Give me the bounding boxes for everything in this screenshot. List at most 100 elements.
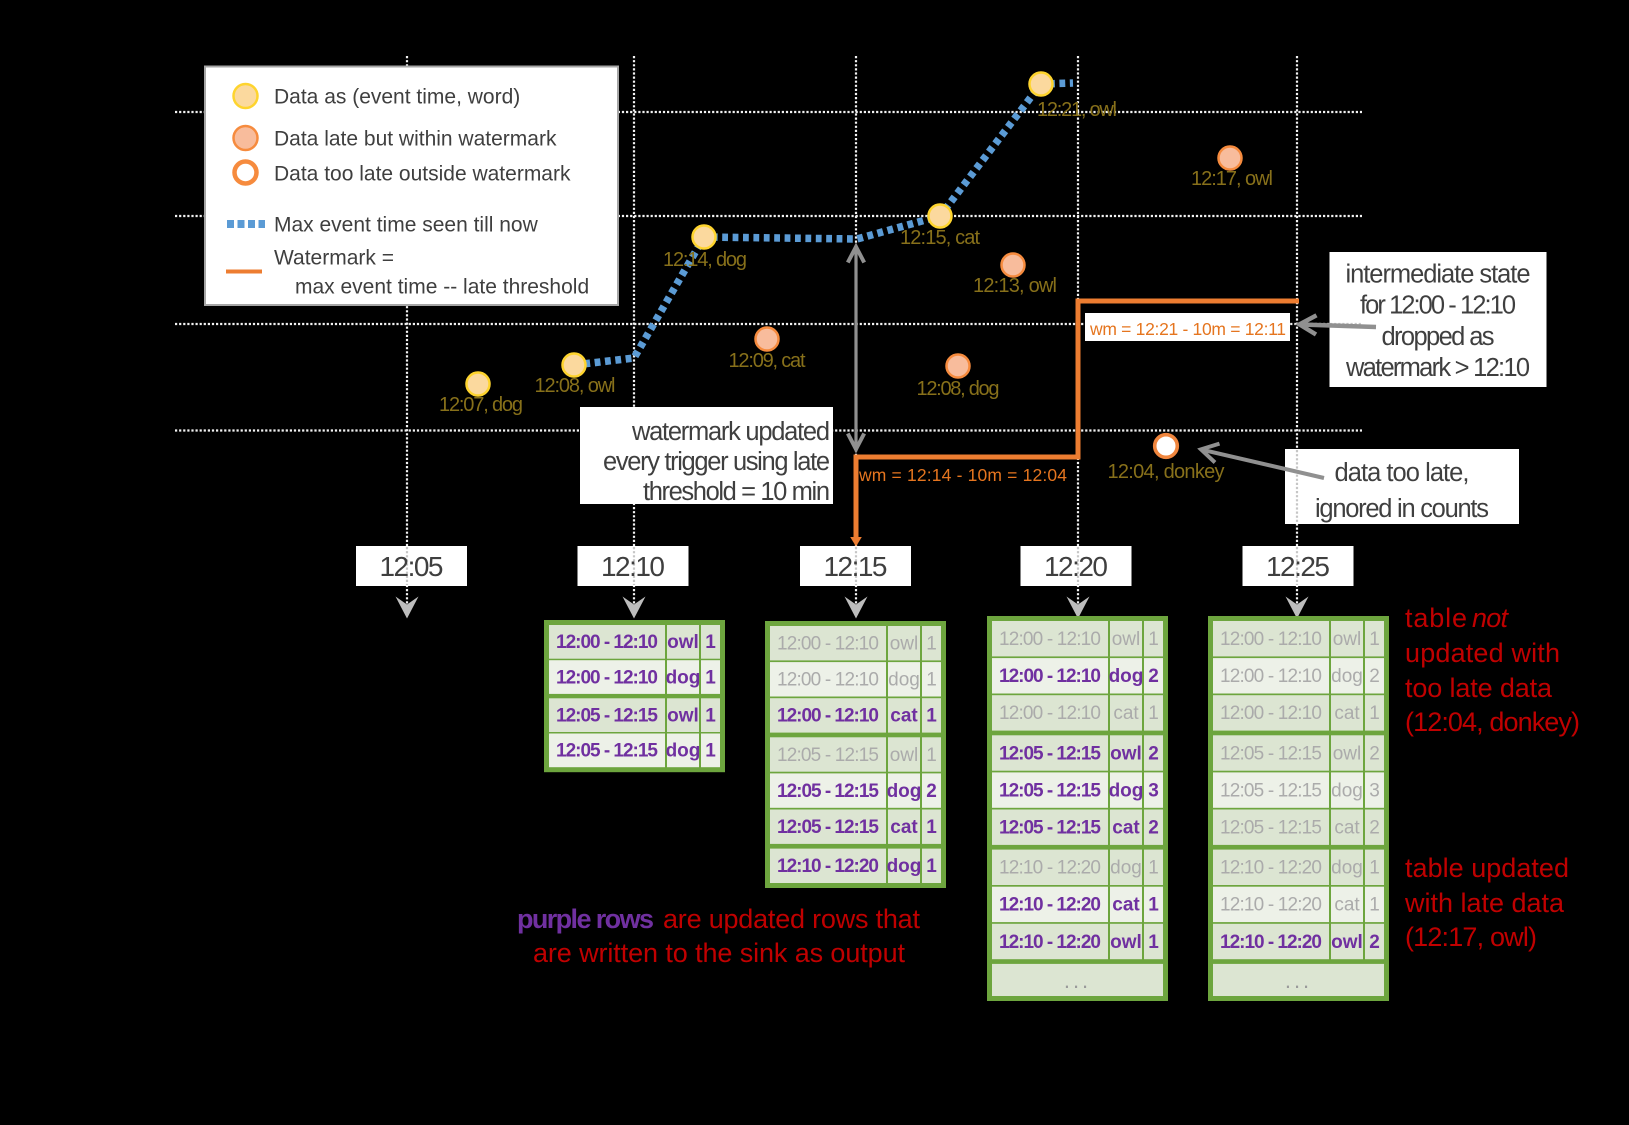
svg-text:2: 2 [1148,743,1159,764]
svg-text:12:05 - 12:15: 12:05 - 12:15 [777,745,879,766]
svg-text:12:05 - 12:15: 12:05 - 12:15 [999,780,1101,801]
svg-text:12:10 - 12:20: 12:10 - 12:20 [1220,895,1322,916]
svg-text:12:09, cat: 12:09, cat [729,350,806,372]
svg-text:cat: cat [1334,895,1360,916]
svg-text:12:17, owl: 12:17, owl [1191,168,1273,190]
svg-text:table updated: table updated [1405,853,1569,883]
svg-text:dog: dog [1110,858,1142,879]
svg-text:1: 1 [1369,895,1380,916]
svg-text:12:10: 12:10 [601,551,665,582]
svg-text:12:00 - 12:10: 12:00 - 12:10 [999,666,1101,687]
svg-text:12:00 - 12:10: 12:00 - 12:10 [1220,629,1322,650]
svg-text:12:00 - 12:10: 12:00 - 12:10 [999,629,1101,650]
svg-text:12:14, dog: 12:14, dog [663,249,747,271]
svg-text:12:15, cat: 12:15, cat [900,227,980,249]
svg-text:updated with: updated with [1405,638,1560,668]
svg-text:ignored in counts: ignored in counts [1315,495,1489,523]
svg-text:owl: owl [890,745,919,766]
svg-text:12:05 - 12:15: 12:05 - 12:15 [556,741,658,762]
svg-text:1: 1 [1369,858,1380,879]
svg-text:owl: owl [1333,743,1362,764]
svg-text:12:07, dog: 12:07, dog [439,394,523,416]
svg-text:12:05 - 12:15: 12:05 - 12:15 [777,781,879,802]
svg-text:owl: owl [1112,629,1141,650]
svg-text:...: ... [1285,968,1312,993]
svg-text:for 12:00 - 12:10: for 12:00 - 12:10 [1360,292,1516,320]
svg-text:Watermark =: Watermark = [274,247,394,270]
svg-text:1: 1 [926,745,937,766]
svg-text:Data too late outside watermar: Data too late outside watermark [274,163,571,186]
svg-text:3: 3 [1369,780,1380,801]
svg-text:owl: owl [1331,932,1363,953]
svg-text:dog: dog [887,856,922,877]
svg-text:owl: owl [667,706,699,727]
svg-text:wm = 12:21 - 10m = 12:11: wm = 12:21 - 10m = 12:11 [1089,319,1286,339]
svg-text:with late data: with late data [1404,888,1565,918]
svg-text:cat: cat [890,817,918,838]
svg-text:Data as (event time, word): Data as (event time, word) [274,86,520,109]
svg-text:12:05 - 12:15: 12:05 - 12:15 [1220,743,1322,764]
svg-text:cat: cat [1334,703,1360,724]
svg-text:12:00 - 12:10: 12:00 - 12:10 [777,634,879,655]
svg-text:dog: dog [1331,780,1363,801]
svg-text:12:05 - 12:15: 12:05 - 12:15 [1220,818,1322,839]
svg-text:(12:04, donkey): (12:04, donkey) [1405,707,1580,737]
svg-text:purple rows: purple rows [517,904,654,934]
svg-text:dog: dog [888,670,920,691]
svg-text:dog: dog [1109,666,1144,687]
svg-text:12:00 - 12:10: 12:00 - 12:10 [777,670,879,691]
svg-text:12:10 - 12:20: 12:10 - 12:20 [1220,858,1322,879]
svg-text:1: 1 [1369,629,1380,650]
svg-text:dog: dog [666,741,701,762]
svg-text:not: not [1472,603,1509,633]
svg-text:12:10 - 12:20: 12:10 - 12:20 [999,895,1101,916]
svg-text:12:10 - 12:20: 12:10 - 12:20 [1220,932,1322,953]
svg-text:1: 1 [705,706,716,727]
svg-text:watermark updated: watermark updated [631,418,830,446]
svg-text:2: 2 [1148,666,1159,687]
svg-text:12:25: 12:25 [1266,551,1330,582]
svg-text:dog: dog [1331,858,1363,879]
svg-text:cat: cat [1113,703,1139,724]
svg-text:12:00 - 12:10: 12:00 - 12:10 [556,632,658,653]
svg-text:data too late,: data too late, [1335,459,1470,487]
svg-text:12:00 - 12:10: 12:00 - 12:10 [999,703,1101,724]
svg-text:1: 1 [926,634,937,655]
svg-text:12:00 - 12:10: 12:00 - 12:10 [1220,666,1322,687]
svg-text:2: 2 [1369,818,1380,839]
svg-text:12:05 - 12:15: 12:05 - 12:15 [999,743,1101,764]
svg-text:table: table [1405,603,1467,633]
svg-text:1: 1 [1148,703,1159,724]
svg-text:12:05 - 12:15: 12:05 - 12:15 [999,818,1101,839]
svg-text:(12:17, owl): (12:17, owl) [1405,922,1537,952]
svg-text:12:05 - 12:15: 12:05 - 12:15 [1220,780,1322,801]
svg-text:threshold = 10 min: threshold = 10 min [643,478,830,506]
svg-text:1: 1 [1148,858,1159,879]
svg-text:12:04, donkey: 12:04, donkey [1108,461,1225,483]
svg-text:12:20: 12:20 [1044,551,1108,582]
svg-text:owl: owl [1333,629,1362,650]
svg-text:12:05 - 12:15: 12:05 - 12:15 [556,706,658,727]
svg-text:1: 1 [705,667,716,688]
svg-text:12:10 - 12:20: 12:10 - 12:20 [999,932,1101,953]
svg-text:dog: dog [1331,666,1363,687]
svg-text:12:05 - 12:15: 12:05 - 12:15 [777,817,879,838]
svg-text:dog: dog [887,781,922,802]
svg-text:12:13, owl: 12:13, owl [973,275,1057,297]
svg-text:1: 1 [705,632,716,653]
svg-text:12:05: 12:05 [380,551,444,582]
svg-text:2: 2 [926,781,937,802]
svg-text:12:08, dog: 12:08, dog [917,378,1000,400]
svg-text:owl: owl [890,634,919,655]
svg-text:dog: dog [666,667,701,688]
svg-text:Data late but within watermark: Data late but within watermark [274,128,557,151]
svg-text:are written to the sink as out: are written to the sink as output [533,938,905,968]
svg-text:wm = 12:14 - 10m = 12:04: wm = 12:14 - 10m = 12:04 [858,465,1067,485]
svg-text:12:21, owl: 12:21, owl [1037,99,1117,121]
svg-text:1: 1 [1148,932,1159,953]
svg-text:watermark > 12:10: watermark > 12:10 [1345,354,1530,382]
svg-text:...: ... [1064,968,1091,993]
svg-text:12:00 - 12:10: 12:00 - 12:10 [1220,703,1322,724]
svg-text:2: 2 [1369,666,1380,687]
svg-text:owl: owl [667,632,699,653]
